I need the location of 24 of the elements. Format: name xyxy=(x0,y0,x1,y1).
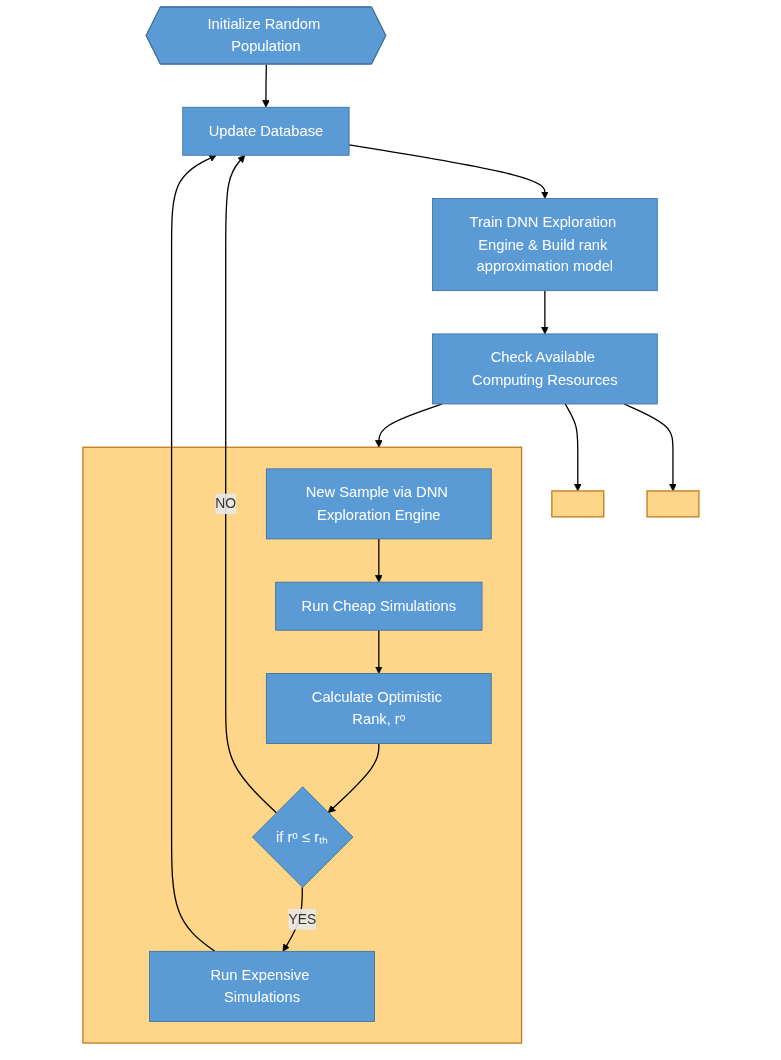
node-box: Calculate Optimistic Rank, rᵒ xyxy=(265,673,492,744)
arrow xyxy=(374,538,383,583)
node-diamond: if rᵒ ≤ rₜₕ xyxy=(251,786,353,888)
arrow xyxy=(623,403,677,492)
arrow xyxy=(348,144,549,199)
arrow xyxy=(540,290,549,335)
node-box: Check Available Computing Resources xyxy=(431,333,658,405)
node-box: Train DNN Exploration Engine & Build rank approximation model xyxy=(431,198,658,292)
node-box xyxy=(550,490,604,518)
node-box: Run Expensive Simulations xyxy=(148,950,375,1022)
arrow xyxy=(224,154,277,814)
arrow xyxy=(374,403,443,448)
node-box: New Sample via DNN Exploration Engine xyxy=(265,468,492,540)
edge-label: NO xyxy=(214,496,236,511)
arrow xyxy=(564,403,582,492)
node-box: Update Database xyxy=(181,106,350,156)
arrow xyxy=(327,742,380,814)
arrow xyxy=(261,63,270,108)
node-box: Run Cheap Simulations xyxy=(274,581,483,631)
cluster xyxy=(81,446,522,1044)
node-box xyxy=(645,490,700,518)
arrow xyxy=(374,629,383,674)
arrow xyxy=(170,154,217,952)
edge-label: YES xyxy=(288,911,316,927)
